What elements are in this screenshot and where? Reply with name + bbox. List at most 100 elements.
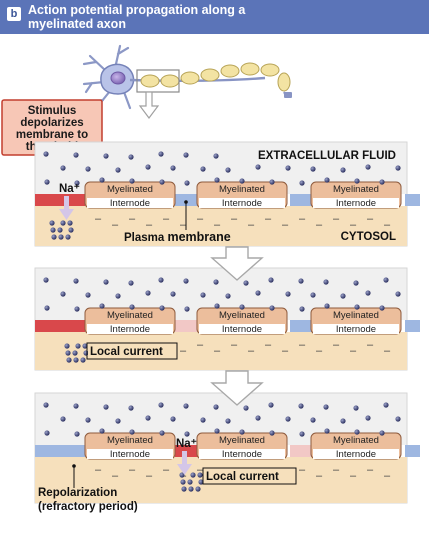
svg-text:–: – <box>265 339 272 351</box>
svg-text:Internode: Internode <box>222 198 262 209</box>
svg-text:–: – <box>129 213 136 225</box>
stimulus-line-3: membrane to <box>16 129 88 141</box>
ion-cluster <box>43 151 401 186</box>
cytosol-label: CYTOSOL <box>341 231 396 243</box>
svg-text:–: – <box>146 470 153 482</box>
myelin-beads <box>140 62 291 92</box>
svg-text:Internode: Internode <box>110 198 150 209</box>
svg-text:Myelinated: Myelinated <box>333 435 379 446</box>
svg-text:Internode: Internode <box>110 324 150 335</box>
svg-text:–: – <box>299 464 306 476</box>
svg-text:Internode: Internode <box>222 324 262 335</box>
svg-text:Plasma membrane: Plasma membrane <box>124 230 231 244</box>
svg-text:–: – <box>367 213 374 225</box>
svg-text:–: – <box>129 464 136 476</box>
svg-text:Internode: Internode <box>336 324 376 335</box>
svg-text:Internode: Internode <box>336 198 376 209</box>
svg-text:–: – <box>333 464 340 476</box>
svg-text:Myelinated: Myelinated <box>107 310 153 321</box>
svg-text:Internode: Internode <box>222 449 262 460</box>
svg-text:–: – <box>316 219 323 231</box>
svg-text:–: – <box>163 464 170 476</box>
neuron-illustration <box>82 44 292 119</box>
svg-text:–: – <box>95 464 102 476</box>
svg-text:–: – <box>248 219 255 231</box>
svg-text:–: – <box>197 464 204 476</box>
node-of-ranvier <box>405 320 420 332</box>
svg-text:–: – <box>112 219 119 231</box>
svg-text:–: – <box>350 219 357 231</box>
ion-cluster-cytosol <box>49 220 74 240</box>
node-of-ranvier <box>175 194 200 206</box>
svg-text:–: – <box>299 339 306 351</box>
svg-text:Myelinated: Myelinated <box>219 435 265 446</box>
svg-text:–: – <box>316 470 323 482</box>
zoom-box <box>136 69 180 93</box>
step-arrow-2 <box>210 370 264 406</box>
stimulus-line-1: Stimulus <box>28 105 77 117</box>
svg-text:–: – <box>231 339 238 351</box>
axon-propagation-diagram: Stimulus depolarizes membrane to thresho… <box>1 44 420 513</box>
figure-header: b Action potential propagation along a m… <box>0 0 429 34</box>
zoom-arrow <box>138 91 160 119</box>
node-of-ranvier <box>290 445 312 457</box>
svg-text:–: – <box>197 339 204 351</box>
svg-text:–: – <box>231 213 238 225</box>
membrane-label: membrane <box>167 230 230 244</box>
figure-title-line-2: myelinated axon <box>28 17 126 31</box>
charge-markers: –––––––––––––––––– <box>95 213 391 231</box>
svg-text:–: – <box>180 219 187 231</box>
svg-text:Myelinated: Myelinated <box>219 184 265 195</box>
node-of-ranvier <box>35 194 85 206</box>
node-of-ranvier <box>175 320 200 332</box>
svg-text:Internode: Internode <box>336 449 376 460</box>
svg-text:–: – <box>299 213 306 225</box>
local-current-label-panel2: Local current <box>90 346 163 358</box>
cell-nucleus <box>110 71 126 85</box>
refractory-period-label: (refractory period) <box>38 501 138 513</box>
svg-text:–: – <box>214 219 221 231</box>
svg-text:–: – <box>384 470 391 482</box>
ion-cluster-cytosol <box>179 472 204 492</box>
axon-panel-1: MyelinatedInternodeMyelinatedInternodeMy… <box>34 141 420 247</box>
ion-cluster <box>43 402 401 437</box>
svg-text:–: – <box>367 339 374 351</box>
node-of-ranvier <box>290 320 312 332</box>
svg-text:–: – <box>384 345 391 357</box>
svg-text:Internode: Internode <box>110 449 150 460</box>
step-arrow-1 <box>210 246 264 281</box>
node-of-ranvier <box>405 445 420 457</box>
svg-text:Myelinated: Myelinated <box>333 310 379 321</box>
node-of-ranvier <box>175 445 200 457</box>
svg-text:–: – <box>316 345 323 357</box>
svg-text:–: – <box>282 345 289 357</box>
svg-text:Myelinated: Myelinated <box>107 435 153 446</box>
svg-text:–: – <box>282 219 289 231</box>
svg-text:–: – <box>333 339 340 351</box>
svg-text:–: – <box>214 345 221 357</box>
svg-text:–: – <box>163 213 170 225</box>
svg-text:–: – <box>248 345 255 357</box>
na-influx-arrow-panel1 <box>59 209 74 220</box>
svg-text:–: – <box>333 213 340 225</box>
plasma-label: Plasma <box>124 232 165 244</box>
svg-text:Myelinated: Myelinated <box>333 184 379 195</box>
svg-text:–: – <box>350 470 357 482</box>
figure-title-line-1: Action potential propagation along a <box>28 3 246 17</box>
svg-text:–: – <box>350 345 357 357</box>
stimulus-line-2: depolarizes <box>20 117 83 129</box>
extracellular-fluid-label: EXTRACELLULAR FLUID <box>258 150 396 162</box>
svg-text:–: – <box>146 219 153 231</box>
svg-text:–: – <box>384 219 391 231</box>
panel-badge: b <box>7 7 21 21</box>
node-of-ranvier <box>290 194 312 206</box>
svg-text:Myelinated: Myelinated <box>107 184 153 195</box>
ion-cluster <box>43 277 401 312</box>
ion-cluster-cytosol <box>64 343 89 363</box>
